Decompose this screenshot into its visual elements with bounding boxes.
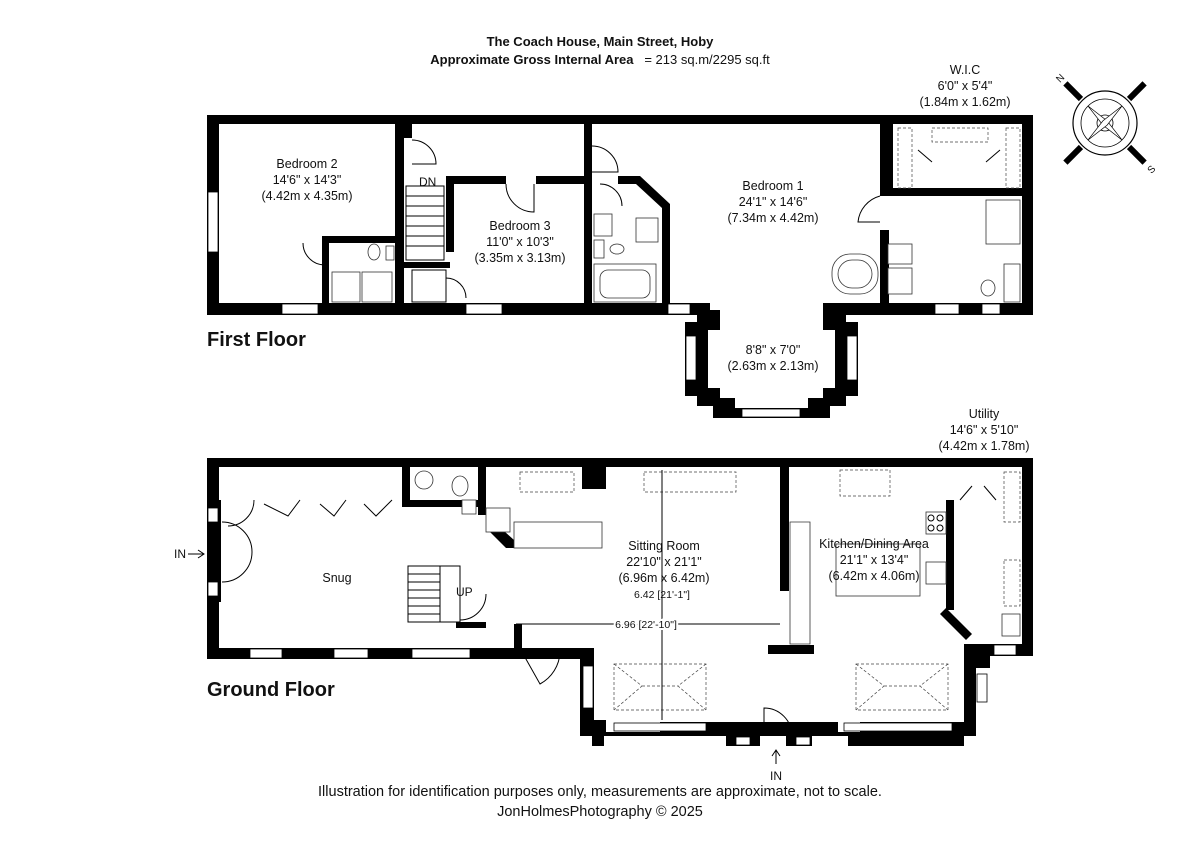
bedroom-3-dim-imperial: 11'0" x 10'3" <box>486 235 554 249</box>
stairs-up-label: UP <box>456 585 473 599</box>
sitting-room-dim-imperial: 22'10" x 21'1" <box>626 555 702 569</box>
kitchen-dim-metric: (6.42m x 4.06m) <box>828 569 919 583</box>
bay-dim-imperial: 8'8" x 7'0" <box>746 343 801 357</box>
kitchen-name: Kitchen/Dining Area <box>819 537 929 551</box>
room-sitting: Sitting Room 22'10" x 21'1" (6.96m x 6.4… <box>618 539 709 585</box>
wic-dim-metric: (1.84m x 1.62m) <box>919 95 1010 109</box>
ground-floor-plan: UP 6.42 [21'-1"] 6.96 [22'-10"] IN I <box>174 407 1033 783</box>
entrance-bottom-label: IN <box>770 769 782 783</box>
room-kitchen: Kitchen/Dining Area 21'1" x 13'4" (6.42m… <box>819 537 929 583</box>
ground-floor-label: Ground Floor <box>207 679 335 701</box>
bedroom-2-dim-imperial: 14'6" x 14'3" <box>273 173 342 187</box>
area-line: Approximate Gross Internal Area = 213 sq… <box>0 52 1200 67</box>
bedroom-3-name: Bedroom 3 <box>489 219 550 233</box>
wic-dim-imperial: 6'0" x 5'4" <box>938 79 993 93</box>
bedroom-3-dim-metric: (3.35m x 3.13m) <box>474 251 565 265</box>
area-value: = 213 sq.m/2295 sq.ft <box>644 52 770 67</box>
room-utility: Utility 14'6" x 5'10" (4.42m x 1.78m) <box>938 407 1029 453</box>
snug-name: Snug <box>322 571 351 585</box>
first-floor-label: First Floor <box>207 329 306 351</box>
plan-title: The Coach House, Main Street, Hoby <box>486 34 714 49</box>
bedroom-1-name: Bedroom 1 <box>742 179 803 193</box>
credit-text: JonHolmesPhotography © 2025 <box>497 804 703 820</box>
kitchen-dim-imperial: 21'1" x 13'4" <box>840 553 909 567</box>
room-bedroom-2: Bedroom 2 14'6" x 14'3" (4.42m x 4.35m) <box>261 157 352 203</box>
utility-dim-metric: (4.42m x 1.78m) <box>938 439 1029 453</box>
utility-dim-imperial: 14'6" x 5'10" <box>950 423 1019 437</box>
bedroom-1-dim-imperial: 24'1" x 14'6" <box>739 195 808 209</box>
compass-south-label: S <box>1146 164 1159 177</box>
room-bay: 8'8" x 7'0" (2.63m x 2.13m) <box>727 343 818 373</box>
area-label: Approximate Gross Internal Area <box>430 52 634 67</box>
room-bedroom-3: Bedroom 3 11'0" x 10'3" (3.35m x 3.13m) <box>474 219 565 265</box>
room-wic: W.I.C 6'0" x 5'4" (1.84m x 1.62m) <box>919 63 1010 109</box>
sitting-room-dim-metric: (6.96m x 6.42m) <box>618 571 709 585</box>
bedroom-2-name: Bedroom 2 <box>276 157 337 171</box>
room-bedroom-1: Bedroom 1 24'1" x 14'6" (7.34m x 4.42m) <box>727 179 818 225</box>
entrance-left-label: IN <box>174 547 186 561</box>
bay-dim-metric: (2.63m x 2.13m) <box>727 359 818 373</box>
bedroom-1-dim-metric: (7.34m x 4.42m) <box>727 211 818 225</box>
sitting-room-name: Sitting Room <box>628 539 700 553</box>
measure-vertical-label: 6.42 [21'-1"] <box>634 589 690 601</box>
disclaimer-text: Illustration for identification purposes… <box>318 784 882 800</box>
first-floor-plan: DN Bedroom 2 14'6" x 14'3" (4.42m x 4.35 <box>207 63 1033 418</box>
measure-horizontal-label: 6.96 [22'-10"] <box>615 619 677 631</box>
compass-icon: N S <box>1054 72 1159 177</box>
stairs-down-label: DN <box>419 175 436 189</box>
bedroom-2-dim-metric: (4.42m x 4.35m) <box>261 189 352 203</box>
wic-name: W.I.C <box>950 63 981 77</box>
utility-name: Utility <box>969 407 1000 421</box>
compass-north-label: N <box>1054 72 1067 85</box>
